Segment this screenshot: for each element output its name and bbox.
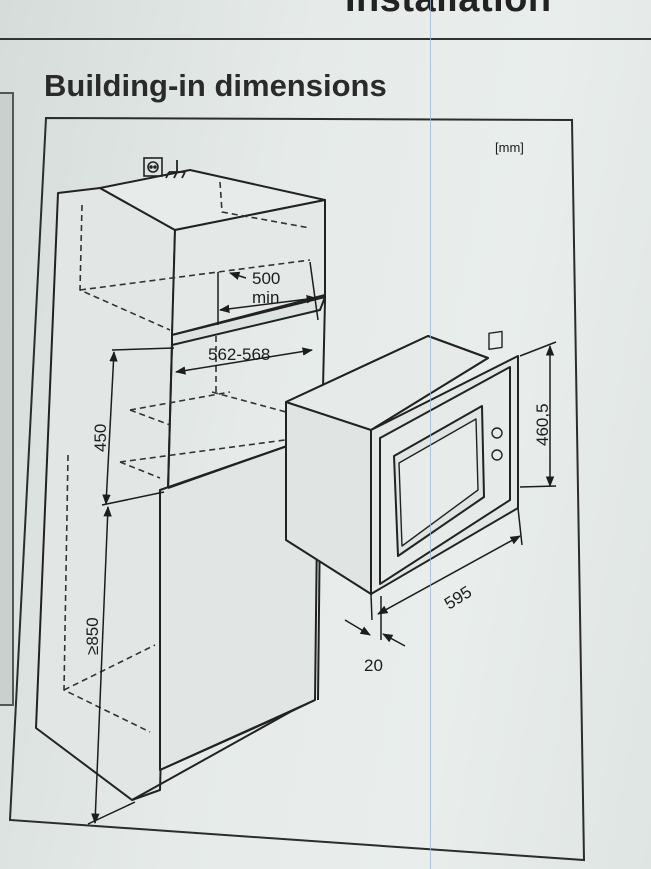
- inner-width-label: 562-568: [208, 345, 270, 364]
- header-rule: [0, 38, 651, 40]
- diagram-frame: [8, 116, 586, 862]
- cabinet-hidden-lines: [63, 181, 311, 733]
- socket-icon: [143, 157, 163, 177]
- ground-icon: [165, 160, 186, 179]
- niche-height-label: 450: [91, 424, 110, 452]
- floor-height-label: ≥850: [83, 617, 102, 655]
- page-fold-line: [430, 0, 431, 869]
- unit-label: [mm]: [495, 140, 524, 155]
- section-title: Installation: [345, 0, 552, 21]
- dimension-lines: [87, 261, 319, 825]
- page-tab-marker: [0, 92, 14, 706]
- depth-min-suffix-label: min: [252, 288, 279, 307]
- microwave-appliance: [285, 330, 519, 595]
- frame-depth-label: 20: [364, 656, 383, 675]
- depth-min-value-label: 500: [252, 269, 280, 288]
- appliance-width-label: 595: [441, 582, 475, 613]
- appliance-dimension-lines: [344, 341, 557, 647]
- page-heading: Building-in dimensions: [44, 68, 387, 103]
- appliance-height-label: 460,5: [533, 403, 552, 446]
